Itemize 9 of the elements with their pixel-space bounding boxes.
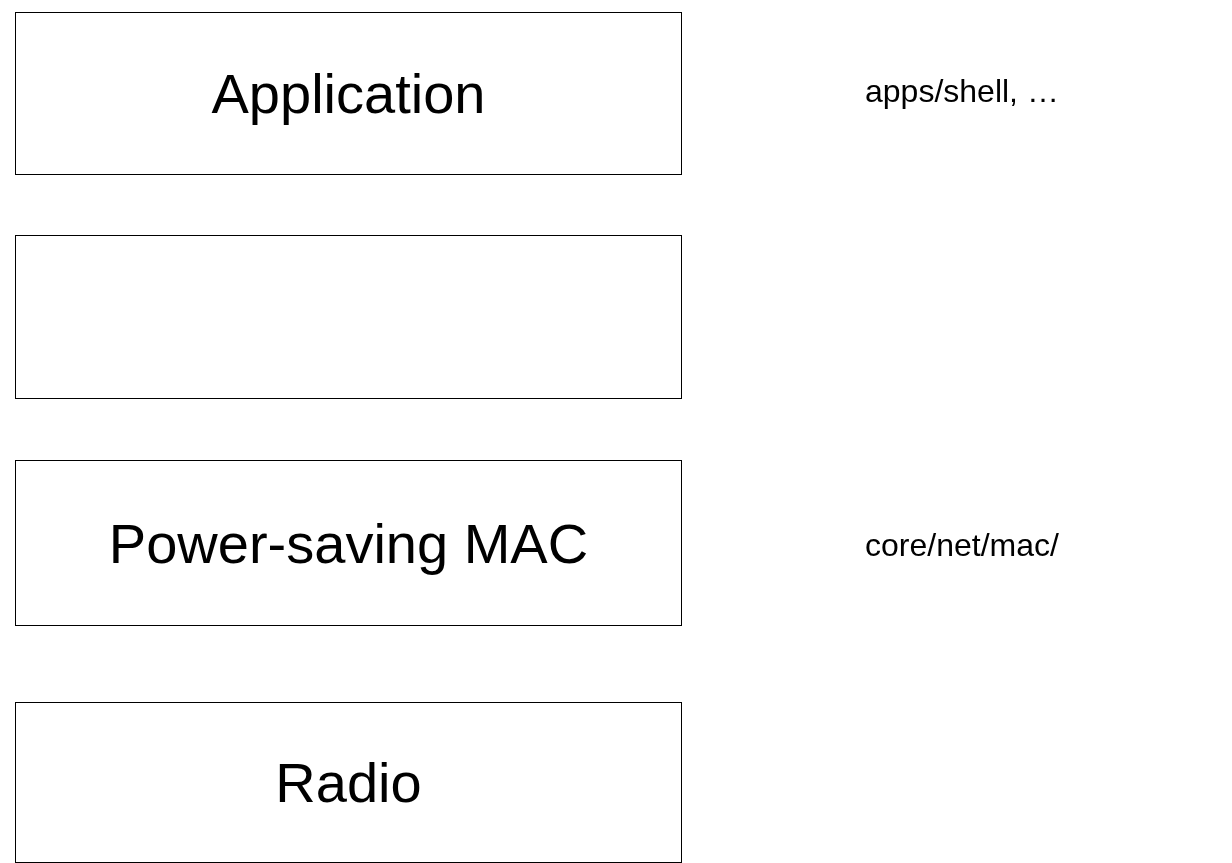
layer-label: Radio [275,750,422,815]
layer-label: Power-saving MAC [108,510,589,576]
layer-box [15,12,682,175]
layer-box [15,460,682,626]
layer-box [15,702,682,863]
path-note: core/net/mac/ [865,527,1059,564]
layer-box [15,235,682,399]
path-note: apps/shell, … [865,73,1059,110]
layer-label: Application [211,61,486,126]
